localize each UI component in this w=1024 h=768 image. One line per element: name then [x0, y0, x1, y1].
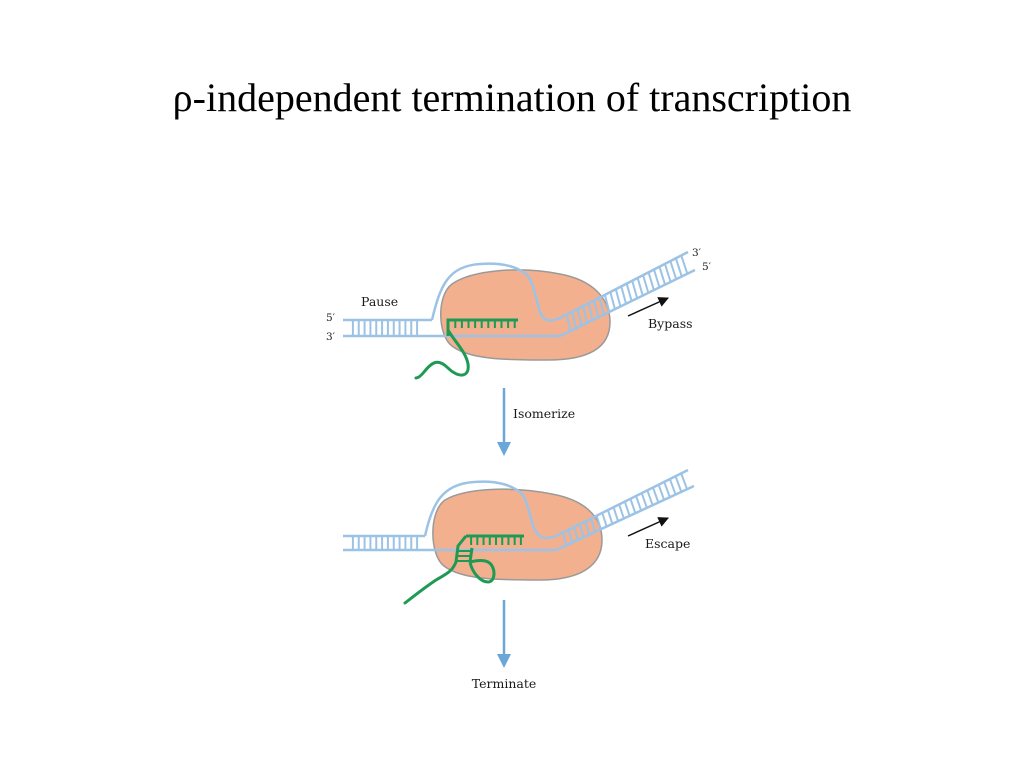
base-pair	[647, 272, 655, 291]
base-pair	[584, 521, 591, 537]
rna-transcript	[414, 318, 518, 380]
base-pair	[598, 297, 606, 316]
base-pair	[593, 300, 600, 319]
base-pair	[590, 518, 597, 534]
downstream-dna	[559, 250, 696, 338]
bypass-arrow	[627, 297, 669, 317]
base-pair	[663, 263, 672, 283]
base-pair	[603, 294, 611, 314]
base-pair	[629, 498, 637, 515]
label-3prime-right: 3′	[692, 247, 702, 259]
base-pair	[631, 280, 639, 300]
base-pair	[658, 266, 667, 285]
base-pair	[612, 506, 620, 523]
base-pair	[625, 283, 633, 302]
upstream-dna-2	[343, 534, 425, 552]
base-pair	[680, 255, 689, 274]
escape-complex: Escape	[343, 468, 695, 605]
base-pair	[669, 260, 678, 280]
base-pair	[668, 478, 677, 496]
base-pair	[653, 269, 661, 288]
base-pair	[642, 274, 650, 294]
base-pair	[657, 484, 666, 501]
escape-arrow	[627, 517, 669, 537]
base-pair	[565, 314, 572, 333]
rna-hairpin	[403, 534, 524, 605]
base-pair	[618, 504, 626, 520]
base-pair	[601, 512, 608, 528]
base-pair	[576, 308, 583, 328]
downstream-dna-2	[555, 468, 695, 552]
base-pair	[595, 515, 603, 531]
base-pair	[635, 495, 643, 512]
base-pair	[663, 481, 671, 498]
base-pair	[578, 523, 586, 539]
label-bypass: Bypass	[648, 316, 693, 331]
base-pair	[674, 257, 683, 277]
nontemplate-strand-bubble	[430, 262, 561, 322]
base-pair	[567, 529, 574, 545]
base-pair	[573, 526, 580, 542]
slide-title: ρ-independent termination of transcripti…	[172, 75, 852, 120]
base-pair	[623, 501, 631, 517]
base-pair	[571, 311, 578, 330]
terminate-step: Terminate	[472, 600, 537, 691]
label-5prime-left: 5′	[326, 312, 336, 324]
isomerize-step: Isomerize	[497, 388, 575, 456]
upstream-dna	[343, 318, 440, 338]
base-pair	[587, 303, 594, 322]
label-isomerize: Isomerize	[513, 406, 575, 421]
base-pair	[646, 489, 654, 507]
base-pair	[620, 286, 628, 305]
label-escape: Escape	[645, 536, 690, 551]
base-pair	[609, 291, 617, 311]
label-pause: Pause	[361, 294, 398, 309]
label-terminate: Terminate	[472, 676, 537, 691]
base-pair	[652, 487, 660, 504]
base-pair	[606, 509, 614, 526]
base-pair	[582, 305, 589, 325]
base-pair	[680, 473, 689, 490]
base-pair	[561, 532, 568, 547]
pause-complex: 5′ 3′ 3′ 5′ Pause Bypass	[326, 247, 712, 380]
rna-polymerase	[440, 269, 611, 361]
base-pair	[614, 288, 622, 308]
label-5prime-right: 5′	[702, 261, 712, 273]
base-pair	[674, 475, 683, 493]
label-3prime-left: 3′	[326, 331, 336, 343]
base-pair	[640, 492, 648, 509]
base-pair	[636, 277, 644, 297]
nontemplate-strand-bubble-2	[423, 480, 557, 540]
